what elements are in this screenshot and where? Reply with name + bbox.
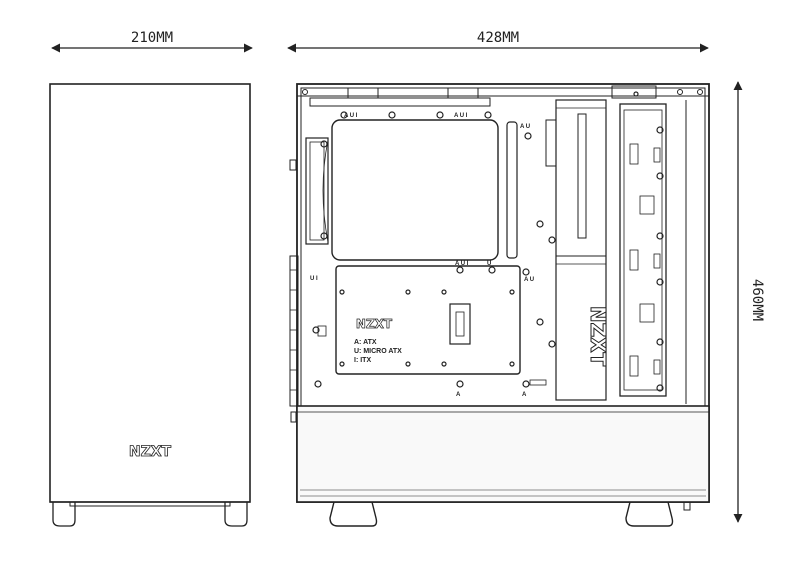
legend-itx: I: ITX [354, 357, 371, 364]
motherboard-tray-logo: NZXT [356, 317, 393, 331]
front-right-foot [224, 502, 248, 527]
standoff-label-mid-left: U I [310, 276, 318, 282]
standoff-label-top-right: A U [520, 124, 530, 130]
standoff-label-bottom-left: A [456, 392, 461, 398]
length-dimension: 428MM [287, 30, 709, 53]
legend-atx: A: ATX [354, 339, 377, 346]
front-foot [625, 501, 674, 527]
width-dimension-label: 210MM [131, 30, 173, 46]
psu-shroud-logo: NZXT [586, 306, 610, 367]
standoff-label-mid-center: A U I [455, 261, 469, 267]
standoff-label-mid-center-u: U [487, 261, 491, 267]
front-left-foot [52, 502, 76, 527]
height-dimension-label: 460MM [749, 279, 765, 321]
front-view [49, 83, 251, 527]
legend-micro-atx: U: MICRO ATX [354, 348, 402, 355]
standoff-label-right-side: A U [524, 277, 534, 283]
standoff-label-top-left: A U I [344, 113, 358, 119]
length-dimension-label: 428MM [477, 30, 519, 46]
standoff-label-bottom-right: A [522, 392, 527, 398]
side-view [289, 83, 710, 527]
height-dimension: 460MM [733, 81, 765, 523]
front-logo: NZXT [129, 444, 172, 460]
rear-foot [329, 501, 378, 527]
width-dimension: 210MM [51, 30, 253, 53]
standoff-holes [312, 91, 664, 392]
standoff-label-top-center: A U I [454, 113, 468, 119]
